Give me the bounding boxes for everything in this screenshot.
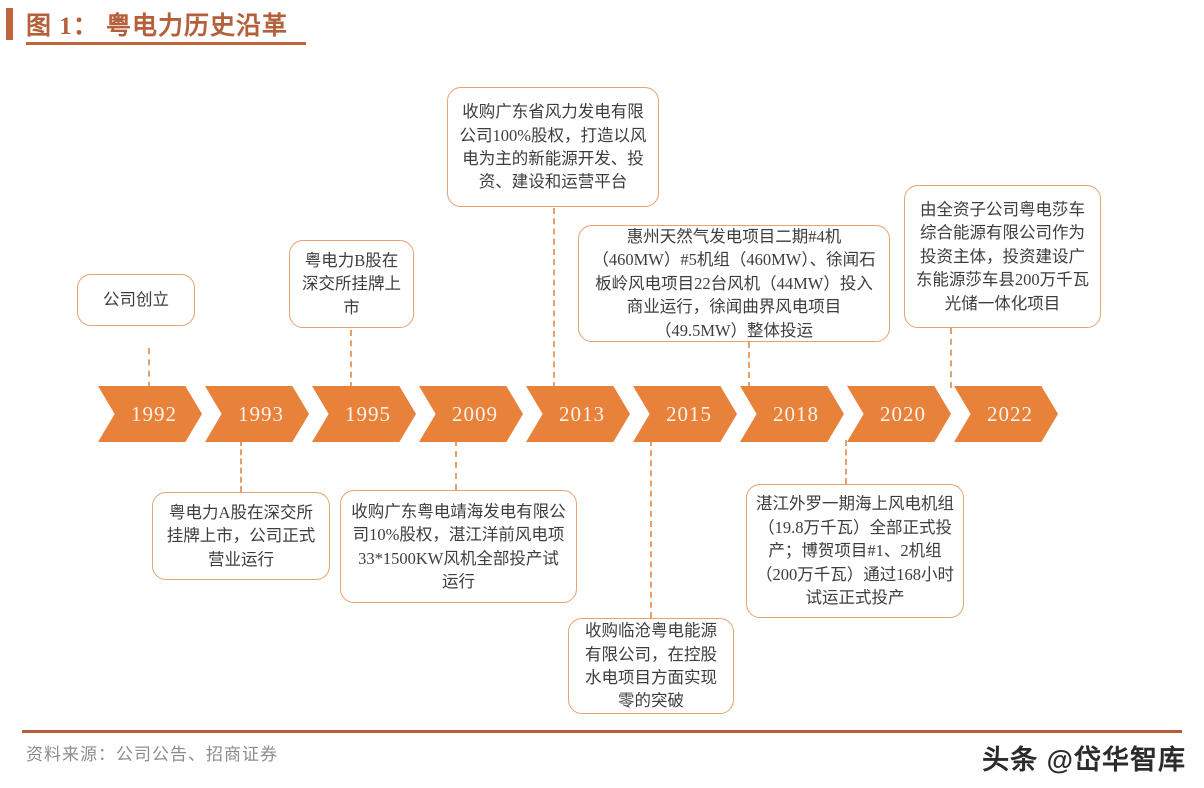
page-title: 图 1： 粤电力历史沿革 bbox=[26, 13, 289, 40]
timeline-chevron-1993[interactable]: 1993 bbox=[205, 386, 309, 442]
timeline-chevron-2020[interactable]: 2020 bbox=[847, 386, 951, 442]
event-text-2018: 惠州天然气发电项目二期#4机（460MW）#5机组（460MW）、徐闻石板岭风电… bbox=[592, 226, 876, 340]
watermark: 头条 @岱华智库 bbox=[982, 745, 1186, 775]
timeline-chevron-2015[interactable]: 2015 bbox=[633, 386, 737, 442]
event-box-2015: 收购临沧粤电能源有限公司，在控股水电项目方面实现零的突破 bbox=[568, 618, 734, 714]
connector-2015 bbox=[650, 440, 652, 618]
event-text-2020: 湛江外罗一期海上风电机组（19.8万千瓦）全部正式投产；博贺项目#1、2机组（2… bbox=[756, 494, 954, 608]
connector-2013 bbox=[553, 208, 555, 388]
source-note: 资料来源：公司公告、招商证券 bbox=[26, 745, 278, 764]
timeline-year-label: 1992 bbox=[131, 401, 177, 426]
timeline-year-label: 2013 bbox=[559, 401, 605, 426]
event-box-1992: 公司创立 bbox=[77, 274, 195, 326]
header: 图 1： 粤电力历史沿革 bbox=[0, 0, 1204, 48]
event-box-2020: 湛江外罗一期海上风电机组（19.8万千瓦）全部正式投产；博贺项目#1、2机组（2… bbox=[746, 484, 964, 618]
event-box-2022: 由全资子公司粤电莎车综合能源有限公司作为投资主体，投资建设广东能源莎车县200万… bbox=[904, 185, 1101, 328]
event-box-1993: 粤电力A股在深交所挂牌上市，公司正式营业运行 bbox=[152, 492, 330, 580]
event-text-1992: 公司创立 bbox=[103, 290, 169, 310]
timeline-chevron-2013[interactable]: 2013 bbox=[526, 386, 630, 442]
connector-2022 bbox=[950, 328, 952, 388]
connector-2009 bbox=[455, 440, 457, 490]
timeline-chevron-2022[interactable]: 2022 bbox=[954, 386, 1058, 442]
event-text-2015: 收购临沧粤电能源有限公司，在控股水电项目方面实现零的突破 bbox=[585, 621, 717, 711]
event-box-2009: 收购广东粤电靖海发电有限公司10%股权，湛江洋前风电项33*1500KW风机全部… bbox=[340, 490, 577, 603]
timeline-year-label: 1995 bbox=[345, 401, 391, 426]
event-text-2022: 由全资子公司粤电莎车综合能源有限公司作为投资主体，投资建设广东能源莎车县200万… bbox=[915, 199, 1090, 313]
connector-1992 bbox=[148, 348, 150, 388]
timeline-year-label: 1993 bbox=[238, 401, 284, 426]
event-box-2018: 惠州天然气发电项目二期#4机（460MW）#5机组（460MW）、徐闻石板岭风电… bbox=[578, 225, 890, 342]
footer-divider bbox=[22, 730, 1182, 733]
connector-1993 bbox=[240, 440, 242, 492]
timeline-year-label: 2018 bbox=[773, 401, 819, 426]
event-box-2013: 收购广东省风力发电有限公司100%股权，打造以风电为主的新能源开发、投资、建设和… bbox=[447, 87, 659, 207]
event-text-2013: 收购广东省风力发电有限公司100%股权，打造以风电为主的新能源开发、投资、建设和… bbox=[459, 102, 647, 192]
event-text-1993: 粤电力A股在深交所挂牌上市，公司正式营业运行 bbox=[166, 502, 316, 569]
title-accent-bar bbox=[6, 8, 13, 40]
timeline-chevron-2009[interactable]: 2009 bbox=[419, 386, 523, 442]
title-underline bbox=[26, 42, 306, 45]
connector-2020 bbox=[845, 440, 847, 484]
timeline-year-label: 2009 bbox=[452, 401, 498, 426]
event-text-2009: 收购广东粤电靖海发电有限公司10%股权，湛江洋前风电项33*1500KW风机全部… bbox=[351, 501, 566, 591]
timeline-chevron-1992[interactable]: 1992 bbox=[98, 386, 202, 442]
connector-1995 bbox=[350, 330, 352, 388]
event-box-1995: 粤电力B股在深交所挂牌上市 bbox=[289, 240, 414, 328]
timeline-chevron-1995[interactable]: 1995 bbox=[312, 386, 416, 442]
timeline-year-label: 2022 bbox=[987, 401, 1033, 426]
timeline-year-label: 2020 bbox=[880, 401, 926, 426]
timeline-chevron-2018[interactable]: 2018 bbox=[740, 386, 844, 442]
timeline-year-label: 2015 bbox=[666, 401, 712, 426]
connector-2018 bbox=[748, 342, 750, 388]
timeline-axis: 1992 1993 1995 2009 2013 2015 2018 2020 … bbox=[98, 386, 1061, 442]
event-text-1995: 粤电力B股在深交所挂牌上市 bbox=[302, 250, 401, 317]
